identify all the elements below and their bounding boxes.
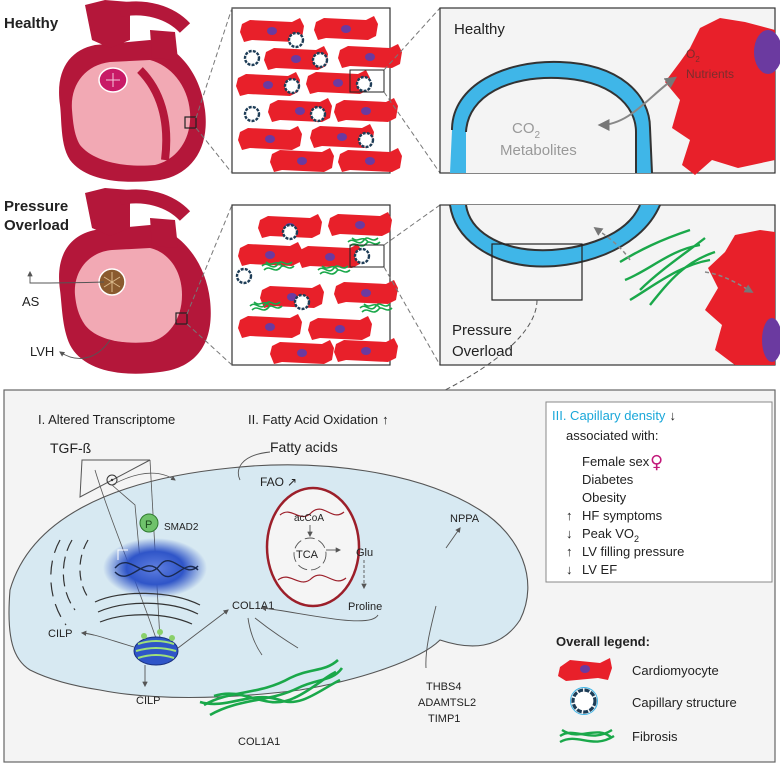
tgf-beta-label: TGF-ß: [50, 440, 91, 456]
row-label-pressure-2: Overload: [4, 217, 69, 234]
assoc-female-sex: Female sex: [582, 454, 650, 469]
cilp-left-label: CILP: [48, 628, 72, 640]
golgi: [133, 629, 179, 666]
legend-fibrosis: Fibrosis: [632, 729, 678, 744]
legend-cardiomyocyte: Cardiomyocyte: [632, 663, 719, 678]
fao-label: FAO↗: [260, 475, 297, 489]
mitochondrion: [265, 486, 361, 608]
pressure-zoom-panel: [439, 204, 780, 366]
thbs4-label: THBS4: [426, 681, 461, 693]
legend-swatch-capillary: [571, 688, 597, 714]
capillary-subtitle: associated with:: [566, 428, 659, 443]
assoc-hf-symptoms: HF symptoms: [582, 508, 663, 523]
legend-title: Overall legend:: [556, 634, 650, 649]
capillary-associations: Female sex ♀ Diabetes Obesity ↑ HF sympt…: [566, 452, 684, 577]
phospho-label: P: [145, 519, 152, 531]
legend-capillary: Capillary structure: [632, 695, 737, 710]
zoom-connectors: [186, 7, 441, 366]
nppa-label: NPPA: [450, 513, 480, 525]
section-transcriptome: I. Altered Transcriptome: [38, 412, 175, 427]
healthy-tissue-panel: [231, 7, 402, 174]
assoc-lvfp-arrow: ↑: [566, 544, 573, 559]
assoc-lv-ef: LV EF: [582, 562, 617, 577]
glu-label: Glu: [356, 547, 373, 559]
pressure-tissue-panel: [231, 204, 398, 366]
row-label-healthy: Healthy: [4, 15, 59, 32]
rough-er: [50, 539, 201, 626]
capillary-title: III. Capillary density↓: [552, 408, 676, 423]
o2-label: O2: [686, 47, 700, 64]
smad2-label: SMAD2: [164, 522, 199, 533]
accoa-label: acCoA: [294, 513, 324, 524]
col1a1-bottom-label: COL1A1: [238, 736, 280, 748]
row-label-pressure-1: Pressure: [4, 198, 68, 215]
assoc-vo2-arrow: ↓: [566, 526, 573, 541]
collagen-fibers: [199, 659, 344, 717]
proline-label: Proline: [348, 601, 382, 613]
tca-cycle: [293, 537, 327, 571]
assoc-peak-vo2: Peak VO2: [582, 526, 639, 544]
timp1-label: TIMP1: [428, 713, 460, 725]
healthy-heart: [59, 0, 206, 182]
assoc-lvef-arrow: ↓: [566, 562, 573, 577]
label-lvh: LVH: [30, 344, 54, 359]
assoc-lv-filling: LV filling pressure: [582, 544, 684, 559]
label-as: AS: [22, 294, 40, 309]
legend-swatch-fibrosis: [559, 728, 615, 744]
nutrients-label: Nutrients: [686, 67, 734, 81]
legend-swatch-cardiomyocyte: [558, 658, 612, 681]
cell-body: [8, 464, 529, 699]
section-fao: II. Fatty Acid Oxidation↑: [248, 412, 389, 427]
assoc-obesity: Obesity: [582, 490, 627, 505]
assoc-diabetes: Diabetes: [582, 472, 634, 487]
adamtsl2-label: ADAMTSL2: [418, 697, 476, 709]
assoc-hf-arrow: ↑: [566, 508, 573, 523]
healthy-zoom-panel: [439, 7, 780, 175]
overall-legend: Overall legend: Cardiomyocyte Capillary …: [556, 634, 737, 744]
col1a1-mid-label: COL1A1: [232, 600, 274, 612]
capillary-density-box: [545, 401, 773, 583]
female-symbol-icon: ♀: [650, 452, 663, 473]
pressure-heart: [59, 188, 211, 374]
metabolites-label: Metabolites: [500, 142, 577, 159]
zoom-healthy-title: Healthy: [454, 21, 505, 38]
zoom-pressure-2: Overload: [452, 343, 513, 360]
zoom-pressure-1: Pressure: [452, 322, 512, 339]
tca-label: TCA: [296, 549, 319, 561]
tgf-receptor: [79, 459, 151, 498]
phospho-circle: [139, 513, 159, 533]
fatty-acids-label: Fatty acids: [270, 439, 338, 455]
cilp-bottom-label: CILP: [136, 695, 160, 707]
co2-label: CO2: [512, 120, 541, 141]
